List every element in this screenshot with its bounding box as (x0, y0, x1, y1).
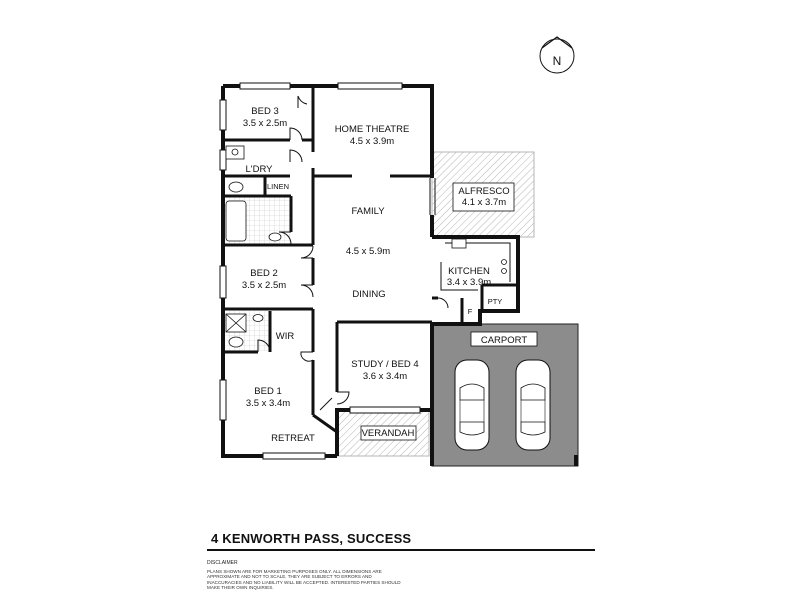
disclaimer-title: DISCLAIMER (207, 560, 238, 566)
basin-icon (268, 232, 282, 242)
door-swing-icon (289, 127, 303, 141)
room-size-family: 4.5 x 5.9m (346, 246, 390, 257)
door-leaf-icon (319, 397, 333, 411)
room-name-family: FAMILY (351, 206, 385, 217)
compass-ring-icon (539, 38, 575, 74)
room-name-bed2: BED 2 (250, 268, 277, 279)
door-swing-icon (300, 245, 314, 259)
carport-area (431, 323, 579, 467)
verandah-label-box (360, 425, 417, 441)
sliding-door-alfresco-icon (429, 178, 436, 215)
compass: N (539, 36, 575, 74)
room-size-bed2: 3.5 x 2.5m (242, 280, 286, 291)
door-swing-icon (278, 231, 292, 245)
disclaimer-body: PLANS SHOWN ARE FOR MARKETING PURPOSES O… (207, 569, 401, 591)
property-address: 4 KENWORTH PASS, SUCCESS (211, 531, 412, 546)
toilet-icon (228, 181, 244, 193)
door-swing-icon (257, 339, 271, 353)
room-name-dining: DINING (352, 289, 385, 300)
door-swing-icon (289, 149, 303, 163)
room-size-kitchen: 3.4 x 3.9m (447, 277, 491, 288)
toilet-icon (228, 336, 244, 348)
room-name-bed1: BED 1 (254, 386, 281, 397)
room-name-pantry: PTY (488, 297, 503, 306)
room-size-bed3: 3.5 x 2.5m (243, 118, 287, 129)
room-size-alfresco: 4.1 x 3.7m (462, 197, 506, 208)
room-name-wir: WIR (276, 331, 295, 342)
windows (219, 82, 421, 460)
north-arrow-icon (541, 36, 573, 49)
cooktop-burner-icon (501, 259, 507, 265)
verandah-area (336, 409, 430, 457)
door-swing-icon (300, 284, 314, 298)
alfresco-area (431, 151, 535, 238)
carport-post (574, 455, 578, 466)
sink-icon (451, 238, 467, 249)
room-name-alfresco: ALFRESCO (458, 186, 509, 197)
fixtures (225, 145, 511, 348)
room-name-bed3: BED 3 (251, 106, 278, 117)
title-divider (207, 549, 595, 551)
basin-icon (252, 314, 264, 322)
carport-label-box (470, 331, 538, 347)
fridge-label: F (468, 307, 473, 316)
door-swing-icon (437, 297, 449, 309)
room-name-study: STUDY / BED 4 (351, 359, 418, 370)
alfresco-label-box (452, 182, 515, 212)
room-name-carport: CARPORT (481, 335, 527, 346)
room-size-bed1: 3.5 x 3.4m (246, 398, 290, 409)
room-size-home-theatre: 4.5 x 3.9m (350, 136, 394, 147)
cooktop-burner-icon (501, 268, 507, 274)
room-name-linen: LINEN (267, 182, 289, 191)
room-name-retreat: RETREAT (271, 433, 315, 444)
door-swing-icon (300, 351, 314, 362)
room-name-laundry: L'DRY (246, 164, 274, 175)
room-labels: BED 3 3.5 x 2.5m HOME THEATRE 4.5 x 3.9m… (242, 106, 528, 444)
room-name-kitchen: KITCHEN (448, 266, 490, 277)
door-swing-icon (297, 95, 308, 108)
car-icon (454, 359, 490, 451)
room-size-study: 3.6 x 3.4m (363, 371, 407, 382)
bathtub-icon (225, 200, 247, 242)
room-name-verandah: VERANDAH (362, 428, 415, 439)
doors (257, 95, 449, 411)
door-swing-icon (336, 391, 350, 405)
interior-walls (223, 86, 518, 434)
room-name-home-theatre: HOME THEATRE (335, 124, 410, 135)
compass-label: N (553, 54, 562, 68)
car-icon (515, 359, 551, 451)
trough-bowl-icon (231, 148, 239, 156)
